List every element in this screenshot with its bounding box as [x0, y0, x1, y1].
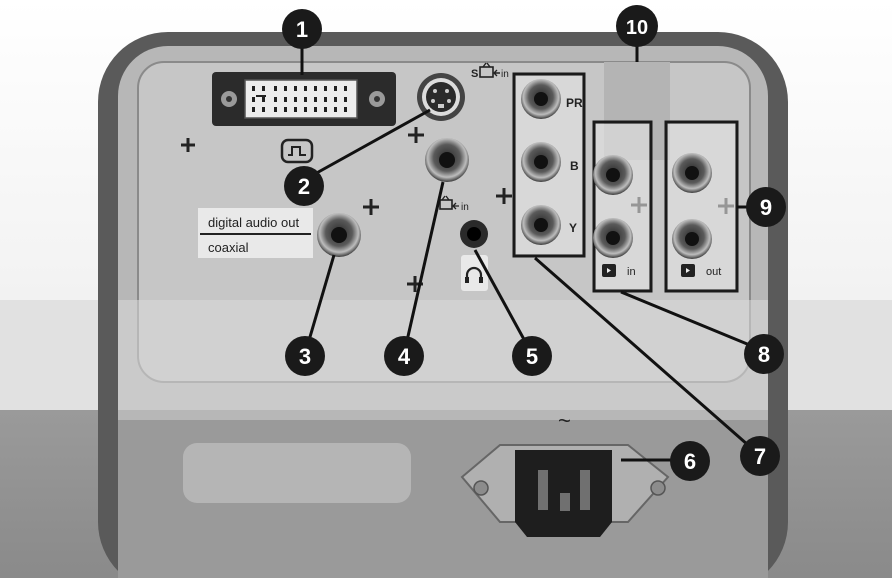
callout-8-number: 8: [758, 342, 770, 367]
callout-4-number: 4: [398, 344, 411, 369]
callout-9: 9: [746, 187, 786, 227]
callout-10-number: 10: [626, 17, 648, 39]
callout-9-number: 9: [760, 195, 772, 220]
component-y-jack: [521, 205, 561, 245]
audio-in-plate: [596, 124, 649, 289]
tv-in-icon-composite: [439, 195, 459, 210]
video-in-label: in: [461, 202, 469, 213]
audio-in-top-jack: [593, 155, 633, 195]
audio-out-label: out: [706, 266, 721, 278]
component-b-jack: [521, 142, 561, 182]
callout-7: 7: [740, 436, 780, 476]
s-video-in-suffix: in: [501, 69, 509, 80]
callout-6: 6: [670, 441, 710, 481]
audio-out-top-jack: [672, 153, 712, 193]
callout-2-number: 2: [298, 174, 310, 199]
headphone-jack: [460, 220, 488, 248]
callout-3: 3: [285, 336, 325, 376]
composite-video-in-jack: [425, 138, 469, 182]
coaxial-label: coaxial: [208, 240, 249, 255]
headphone-icon: [465, 266, 483, 283]
y-label: Y: [569, 221, 577, 235]
headphone-icon-plate: [461, 255, 488, 291]
b-label: B: [570, 159, 579, 173]
audio-in-label: in: [627, 266, 636, 278]
callout-8: 8: [744, 334, 784, 374]
ac-power-inlet: [460, 444, 670, 537]
callout-2: 2: [284, 166, 324, 206]
label-plate: [183, 443, 411, 503]
callout-4: 4: [384, 336, 424, 376]
callout-7-number: 7: [754, 444, 766, 469]
ac-symbol: ~: [558, 408, 571, 433]
callout-6-number: 6: [684, 449, 696, 474]
panel-highlight: [118, 300, 768, 410]
callout-10: 10: [616, 5, 658, 47]
digital-audio-out-jack: [317, 213, 361, 257]
component-video-group: [512, 72, 586, 258]
speaker-icon-out: [681, 264, 695, 277]
audio-out-bottom-jack: [672, 219, 712, 259]
audio-out-plate: [668, 124, 735, 289]
audio-in-bottom-jack: [593, 218, 633, 258]
digital-audio-out-label: digital audio out: [208, 215, 299, 230]
pr-label: PR: [566, 96, 583, 110]
callout-3-number: 3: [299, 344, 311, 369]
callout-5-number: 5: [526, 344, 538, 369]
s-video-label: S: [471, 68, 478, 80]
leader-lines: [300, 42, 757, 462]
display-port-symbol: [280, 138, 314, 164]
component-pr-jack: [521, 79, 561, 119]
tv-in-icon-svideo: [479, 62, 500, 78]
callout-5: 5: [512, 336, 552, 376]
callout-1: 1: [282, 9, 322, 49]
speaker-icon-in: [602, 264, 616, 277]
dvi-connector: [212, 72, 396, 126]
callout-1-number: 1: [296, 17, 308, 42]
